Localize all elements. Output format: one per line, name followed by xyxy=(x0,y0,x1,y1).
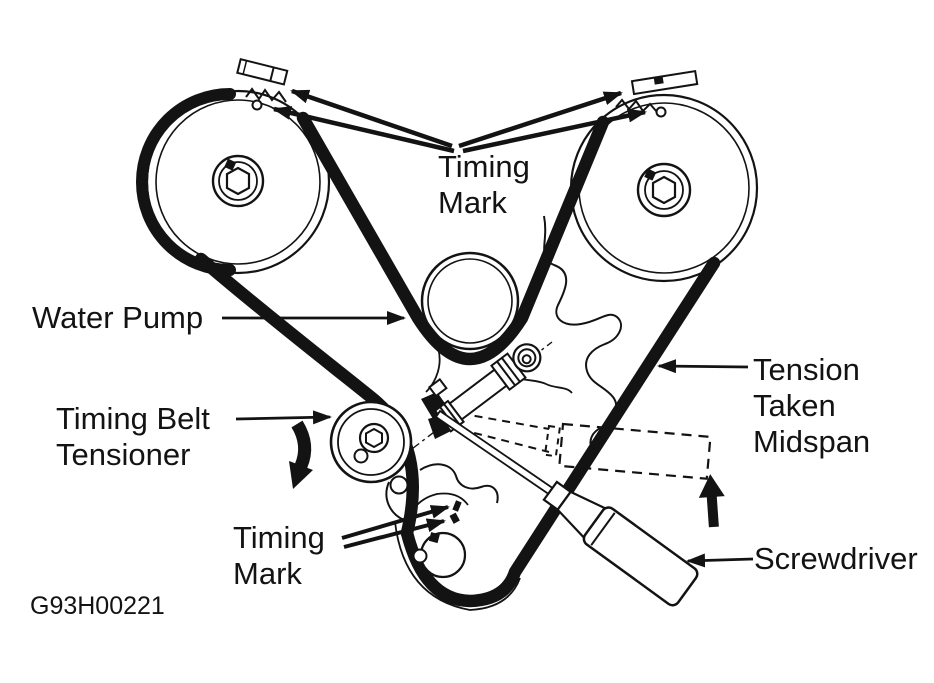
label-water-pump: Water Pump xyxy=(32,300,204,335)
right-pulley-timing-hole xyxy=(655,106,667,118)
tensioner-hex-bolt xyxy=(365,427,383,449)
label-timing-mark-bottom: Timing Mark xyxy=(233,520,325,592)
label-tension-line3: Midspan xyxy=(753,424,871,459)
label-timing-mark-bottom-line1: Timing xyxy=(233,520,325,555)
screwdriver-handle xyxy=(582,506,699,607)
label-timing-belt-tensioner: Timing Belt Tensioner xyxy=(56,401,210,473)
right-camshaft-pulley xyxy=(569,70,759,283)
crank-key-tab xyxy=(412,548,428,564)
arrow-to-left-tab xyxy=(290,88,453,149)
screwdriver-leader-arrow xyxy=(686,553,754,568)
left-camshaft-pulley xyxy=(145,57,331,275)
arrow-to-crank-mark-2 xyxy=(343,518,446,549)
left-pulley-timing-hole xyxy=(251,99,263,111)
left-hub-timing-dot xyxy=(224,158,237,171)
screwdriver-shaft xyxy=(434,409,556,497)
tensioner-rotation-arrow xyxy=(289,420,313,489)
right-pulley-timing-tab xyxy=(630,70,699,96)
arrow-to-right-hole xyxy=(462,108,647,154)
water-pump-pulley xyxy=(420,251,520,351)
right-pulley-hex-bolt xyxy=(651,175,677,205)
label-timing-mark-top: Timing Mark xyxy=(438,149,530,221)
label-tensioner-line2: Tensioner xyxy=(56,437,191,472)
crank-hub-timing-mark xyxy=(428,532,440,544)
label-timing-mark-top-line1: Timing xyxy=(438,149,530,184)
label-screwdriver: Screwdriver xyxy=(754,541,918,576)
arrow-to-right-tab xyxy=(458,90,623,149)
label-tension-taken-midspan: Tension Taken Midspan xyxy=(753,352,870,460)
label-tensioner-line1: Timing Belt xyxy=(56,401,210,436)
crankshaft-sprocket xyxy=(394,492,521,611)
timing-belt xyxy=(136,88,721,608)
label-timing-mark-bottom-line2: Mark xyxy=(233,556,302,591)
left-pulley-hex-bolt xyxy=(225,166,251,196)
crank-rim-timing-mark-2 xyxy=(449,512,460,524)
right-hub-timing-dot xyxy=(644,168,657,181)
screwdriver xyxy=(434,409,699,607)
hydraulic-tensioner xyxy=(421,343,542,439)
tensioner-lug xyxy=(389,475,409,495)
label-tension-line2: Taken xyxy=(753,388,836,423)
timing-belt-tensioner-pulley xyxy=(329,400,413,495)
tensioner-leader-arrow xyxy=(235,410,332,425)
arrow-to-left-hole xyxy=(272,106,455,154)
crank-rim-timing-mark xyxy=(452,500,462,512)
label-tension-line1: Tension xyxy=(753,352,860,387)
tension-midspan-leader-arrow xyxy=(657,359,749,374)
lift-direction-arrow xyxy=(698,474,725,528)
left-pulley-teeth xyxy=(245,87,287,103)
left-pulley-timing-tab xyxy=(236,57,289,86)
figure-code: G93H00221 xyxy=(30,592,165,620)
label-timing-mark-top-line2: Mark xyxy=(438,185,507,220)
callout-arrows xyxy=(222,88,754,568)
arrow-to-crank-mark-1 xyxy=(341,505,450,540)
